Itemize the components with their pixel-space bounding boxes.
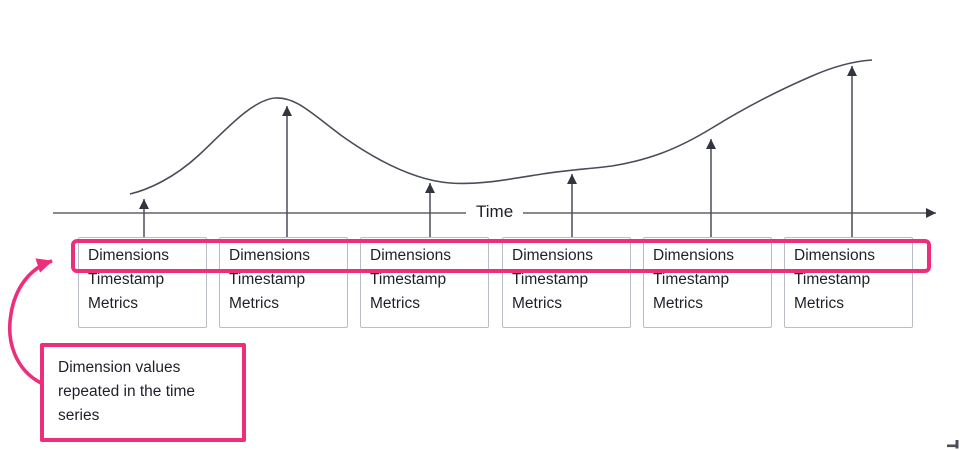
record-field-dimensions: Dimensions (370, 247, 451, 264)
callout-note: Dimension values repeated in the time se… (40, 343, 246, 442)
record-card-2: Dimensions Timestamp Metrics (219, 237, 348, 328)
record-field-metrics: Metrics (88, 295, 138, 312)
record-field-dimensions: Dimensions (653, 247, 734, 264)
time-axis-label: Time (466, 200, 524, 224)
record-card-1: Dimensions Timestamp Metrics (78, 237, 207, 328)
record-field-timestamp: Timestamp (512, 271, 589, 288)
record-field-dimensions: Dimensions (229, 247, 310, 264)
record-field-timestamp: Timestamp (370, 271, 447, 288)
record-field-metrics: Metrics (229, 295, 279, 312)
record-field-metrics: Metrics (653, 295, 703, 312)
record-field-dimensions: Dimensions (88, 247, 169, 264)
record-field-timestamp: Timestamp (88, 271, 165, 288)
record-field-metrics: Metrics (370, 295, 420, 312)
record-card-5: Dimensions Timestamp Metrics (643, 237, 772, 328)
record-field-timestamp: Timestamp (229, 271, 306, 288)
record-field-metrics: Metrics (512, 295, 562, 312)
cropped-artifact (947, 440, 959, 449)
record-field-timestamp: Timestamp (794, 271, 871, 288)
record-field-dimensions: Dimensions (794, 247, 875, 264)
callout-arrow (8, 258, 53, 385)
time-series-curve (129, 59, 873, 195)
record-field-timestamp: Timestamp (653, 271, 730, 288)
record-field-metrics: Metrics (794, 295, 844, 312)
record-card-3: Dimensions Timestamp Metrics (360, 237, 489, 328)
record-card-4: Dimensions Timestamp Metrics (502, 237, 631, 328)
record-card-6: Dimensions Timestamp Metrics (784, 237, 913, 328)
callout-text: Dimension values repeated in the time se… (58, 359, 196, 424)
record-field-dimensions: Dimensions (512, 247, 593, 264)
data-point-arrows (139, 66, 857, 240)
